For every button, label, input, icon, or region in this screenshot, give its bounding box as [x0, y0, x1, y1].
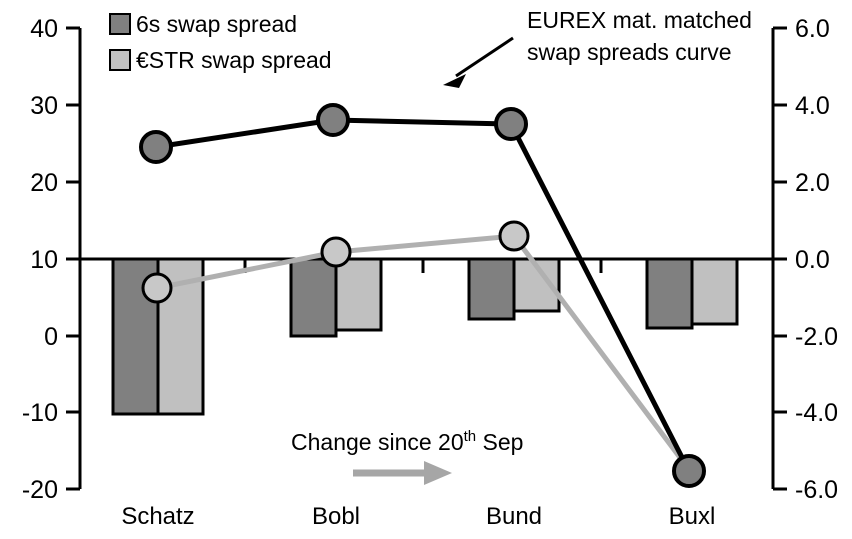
bar-bobl-6s	[289, 257, 338, 338]
right-axis-tick-5: -4.0	[795, 399, 838, 427]
left-axis-tick-3: 10	[30, 246, 58, 274]
right-axis-tick-1: 4.0	[795, 92, 830, 120]
change-since-label: Change since 20th Sep	[291, 428, 523, 455]
right-axis-tick-6: -6.0	[795, 476, 838, 504]
right-axis: 6.0 4.0 2.0 0.0 -2.0 -4.0 -6.0	[771, 15, 838, 504]
bar-buxl-estr	[690, 257, 739, 326]
left-axis-tick-4: 0	[44, 323, 58, 351]
change-since-annotation: Change since 20th Sep	[291, 428, 523, 485]
legend-label-6s: 6s swap spread	[136, 11, 297, 37]
right-axis-tick-3: 0.0	[795, 246, 830, 274]
change-since-text-after: Sep	[476, 429, 523, 455]
legend-label-estr: €STR swap spread	[136, 47, 332, 73]
left-axis-tick-5: -10	[22, 399, 58, 427]
bar-bund-6s	[467, 257, 516, 321]
left-axis-tick-2: 20	[30, 169, 58, 197]
right-axis-tick-0: 6.0	[795, 15, 830, 43]
bar-bobl-estr	[334, 257, 383, 332]
marker-eurex-bobl	[316, 103, 350, 137]
marker-change-schatz	[141, 272, 173, 304]
marker-eurex-buxl	[672, 454, 706, 488]
right-axis-tick-2: 2.0	[795, 169, 830, 197]
right-axis-tick-4: -2.0	[795, 323, 838, 351]
marker-eurex-schatz	[139, 130, 173, 164]
x-axis-category-labels: Schatz Bobl Bund Buxl	[121, 503, 715, 530]
series-change-since-line	[141, 220, 693, 473]
legend-item-6s[interactable]: 6s swap spread	[109, 11, 297, 37]
change-since-superscript: th	[464, 428, 477, 445]
left-axis-tick-0: 40	[30, 15, 58, 43]
bar-group-bobl	[289, 257, 383, 338]
eurex-curve-annotation: EUREX mat. matched swap spreads curve	[443, 7, 752, 88]
marker-change-bobl	[320, 236, 352, 268]
eurex-annotation-line2: swap spreads curve	[527, 39, 732, 65]
chart-legend: 6s swap spread €STR swap spread	[109, 11, 332, 73]
legend-swatch-estr	[109, 49, 131, 71]
legend-swatch-6s	[109, 13, 131, 35]
left-axis-tick-6: -20	[22, 476, 58, 504]
bar-buxl-6s	[645, 257, 694, 330]
marker-eurex-bund	[494, 107, 528, 141]
bar-group-bund	[467, 257, 561, 321]
marker-change-bund	[498, 220, 530, 252]
category-label-bobl: Bobl	[312, 503, 360, 530]
change-since-text-before: Change since 20	[291, 429, 464, 455]
bar-group-buxl	[645, 257, 739, 330]
category-label-bund: Bund	[486, 503, 542, 530]
legend-item-estr[interactable]: €STR swap spread	[109, 47, 332, 73]
change-since-arrow-icon	[353, 461, 452, 485]
category-label-buxl: Buxl	[669, 503, 716, 530]
left-axis: 40 30 20 10 0 -10 -20	[22, 15, 82, 504]
category-label-schatz: Schatz	[121, 503, 194, 530]
series-eurex-curve-line	[139, 103, 706, 488]
bar-schatz-6s	[111, 257, 160, 416]
left-axis-tick-1: 30	[30, 92, 58, 120]
eurex-annotation-arrow-icon	[443, 36, 514, 88]
eurex-annotation-line1: EUREX mat. matched	[527, 7, 752, 33]
